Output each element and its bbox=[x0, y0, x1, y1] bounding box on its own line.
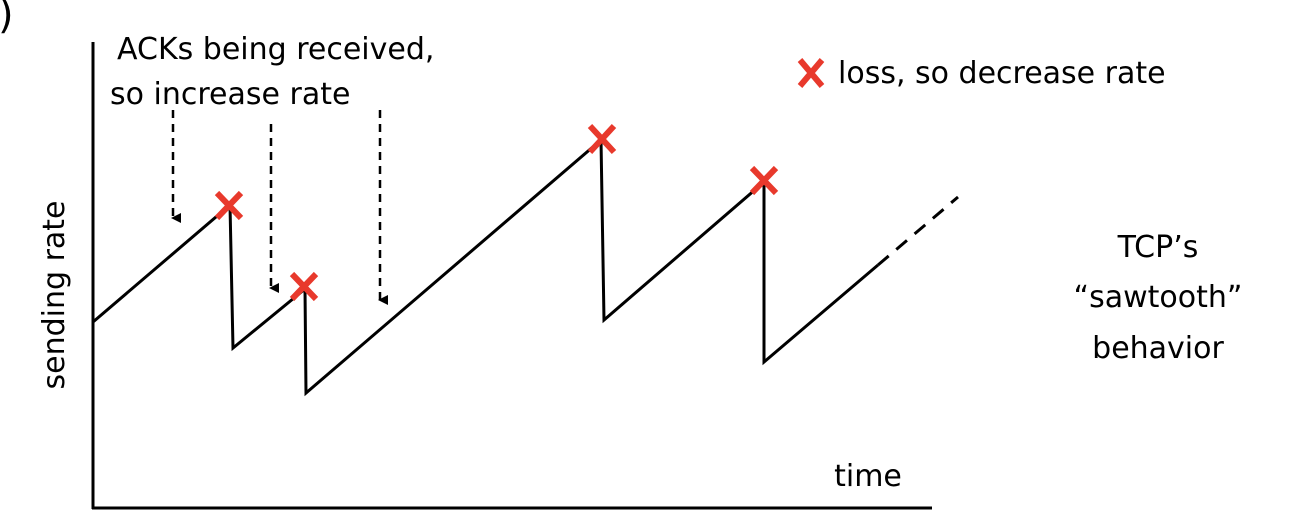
red-x-icon bbox=[797, 58, 825, 88]
red-x-icon bbox=[749, 165, 779, 196]
sawtooth-line bbox=[92, 136, 879, 397]
loss-legend-marker bbox=[797, 58, 825, 88]
sawtooth-annotation-line3: behavior bbox=[1092, 331, 1224, 366]
loss-legend-label: loss, so decrease rate bbox=[838, 56, 1166, 91]
y-axis-label: sending rate bbox=[37, 200, 72, 389]
red-x-icon bbox=[214, 190, 244, 221]
ack-arrows bbox=[171, 110, 388, 305]
loss-markers bbox=[214, 123, 779, 302]
corner-fragment: ) bbox=[0, 0, 14, 38]
acks-annotation-line1: ACKs being received, bbox=[117, 32, 434, 67]
red-x-icon bbox=[587, 123, 617, 155]
sawtooth-annotation-line1: TCP’s bbox=[1117, 230, 1199, 265]
x-axis-label: time bbox=[834, 459, 902, 494]
acks-annotation-line2: so increase rate bbox=[110, 77, 350, 112]
sawtooth-annotation-line2: “sawtooth” bbox=[1074, 280, 1243, 315]
sawtooth-continuation-dashed bbox=[877, 195, 959, 267]
axes bbox=[91, 42, 932, 510]
red-x-icon bbox=[289, 271, 319, 302]
